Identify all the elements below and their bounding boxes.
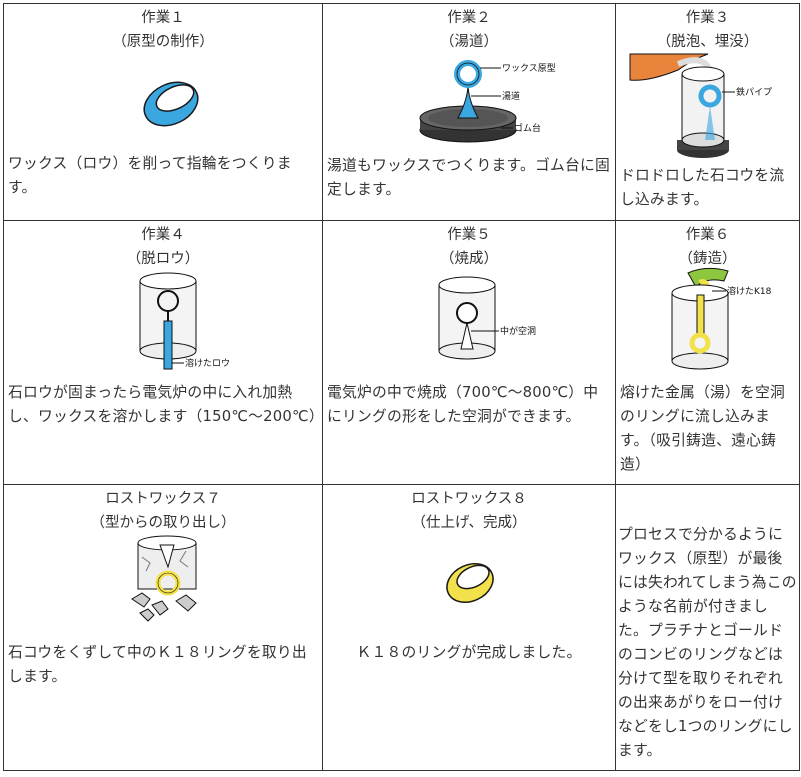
step-description: 湯道もワックスでつくります。ゴム台に固定します。	[327, 157, 611, 198]
label-rubber-base: ゴム台	[514, 122, 541, 134]
step-description: 石コウをくずして中のＫ１８リングを取り出します。	[8, 644, 307, 685]
dewax-illustration: 溶けたロウ	[5, 271, 322, 381]
step-title: ロストワックス７	[105, 491, 221, 507]
step-cell-2: 作業２ （湯道） ワックス原型 湯道 ゴム台	[322, 3, 616, 221]
casting-illustration: 溶けたK18	[617, 267, 799, 381]
step-cell-1: 作業１ （原型の制作） ワックス（ロウ）を削って指輪をつくります。	[3, 3, 323, 221]
step-heading: 作業１ （原型の制作）	[5, 6, 322, 54]
label-melted-wax: 溶けたロウ	[185, 357, 230, 369]
sprue-illustration: ワックス原型 湯道 ゴム台	[324, 54, 615, 154]
step-title: 作業５	[447, 227, 491, 243]
table-row: 作業１ （原型の制作） ワックス（ロウ）を削って指輪をつくります。 作業２ （湯…	[3, 3, 800, 221]
step-subtitle: （焼成）	[440, 251, 498, 267]
step-cell-6: 作業６ （鋳造） 溶けたK18 熔けた金属（湯）を空洞のリングに流し込みます。（…	[615, 220, 800, 485]
wax-ring-illustration	[5, 54, 322, 146]
label-melted-k18: 溶けたK18	[727, 285, 772, 297]
step-heading: 作業４ （脱ロウ）	[5, 223, 322, 271]
step-subtitle: （湯道）	[440, 34, 498, 50]
step-title: 作業３	[685, 10, 730, 26]
summary-text: プロセスで分かるようにワックス（原型）が最後には失われてしまう為このような名前が…	[618, 526, 797, 759]
step-subtitle: （脱泡、埋没）	[656, 34, 759, 50]
step-description: ドロドロした石コウを流し込みます。	[620, 167, 785, 208]
step-heading: 作業６ （鋳造）	[617, 223, 799, 271]
step-cell-8: ロストワックス８ （仕上げ、完成） Ｋ１８のリングが完成しました。	[322, 484, 616, 771]
step-cell-7: ロストワックス７ （型からの取り出し） 石コウをくずして中のＫ１８リングを取り出…	[3, 484, 323, 771]
finished-k18-ring-illustration	[324, 535, 615, 627]
investment-pour-illustration: 鉄パイプ	[617, 53, 799, 164]
step-subtitle: （鋳造）	[678, 251, 737, 267]
step-description: 熔けた金属（湯）を空洞のリングに流し込みます。（吸引鋳造、遠心鋳造）	[620, 384, 785, 473]
step-title: 作業４	[141, 227, 185, 243]
step-cell-3: 作業３ （脱泡、埋没） 鉄パイプ ドロドロした石コウを	[615, 3, 800, 221]
step-title: ロストワックス８	[411, 491, 527, 507]
step-subtitle: （仕上げ、完成）	[411, 515, 527, 531]
devesting-illustration	[5, 535, 322, 627]
step-description: ワックス（ロウ）を削って指輪をつくります。	[8, 155, 292, 196]
table-row: 作業４ （脱ロウ） 溶けたロウ 石ロウが固まったら電気炉の中に入れ加熱し、ワック…	[3, 220, 800, 485]
step-title: 作業２	[447, 10, 491, 26]
summary-cell: プロセスで分かるようにワックス（原型）が最後には失われてしまう為このような名前が…	[615, 484, 800, 771]
step-description: 電気炉の中で焼成（700℃～800℃）中にリングの形をした空洞ができます。	[327, 384, 599, 425]
step-description: 石ロウが固まったら電気炉の中に入れ加熱し、ワックスを溶かします（150℃～200…	[8, 384, 323, 425]
step-heading: ロストワックス８ （仕上げ、完成）	[324, 487, 615, 535]
step-title: 作業１	[141, 10, 185, 26]
step-heading: 作業３ （脱泡、埋没）	[617, 6, 799, 54]
label-iron-pipe: 鉄パイプ	[736, 86, 772, 98]
step-description: Ｋ１８のリングが完成しました。	[356, 644, 582, 661]
label-sprue: 湯道	[502, 90, 520, 102]
step-heading: 作業５ （焼成）	[324, 223, 615, 271]
label-wax-model: ワックス原型	[502, 63, 556, 74]
step-cell-4: 作業４ （脱ロウ） 溶けたロウ 石ロウが固まったら電気炉の中に入れ加熱し、ワック…	[3, 220, 323, 485]
step-subtitle: （原型の制作）	[112, 34, 214, 50]
process-table: 作業１ （原型の制作） ワックス（ロウ）を削って指輪をつくります。 作業２ （湯…	[3, 3, 800, 771]
step-cell-5: 作業５ （焼成） 中が空洞 電気炉の中で焼成（700℃～800℃）中にリングの形…	[322, 220, 616, 485]
step-title: 作業６	[685, 227, 730, 243]
table-row: ロストワックス７ （型からの取り出し） 石コウをくずして中のＫ１８リングを取り出…	[3, 484, 800, 771]
step-heading: 作業２ （湯道）	[324, 6, 615, 54]
step-subtitle: （脱ロウ）	[126, 251, 200, 267]
label-hollow-inside: 中が空洞	[500, 325, 536, 337]
step-heading: ロストワックス７ （型からの取り出し）	[5, 487, 322, 535]
step-subtitle: （型からの取り出し）	[90, 515, 236, 531]
burnout-illustration: 中が空洞	[324, 271, 615, 381]
